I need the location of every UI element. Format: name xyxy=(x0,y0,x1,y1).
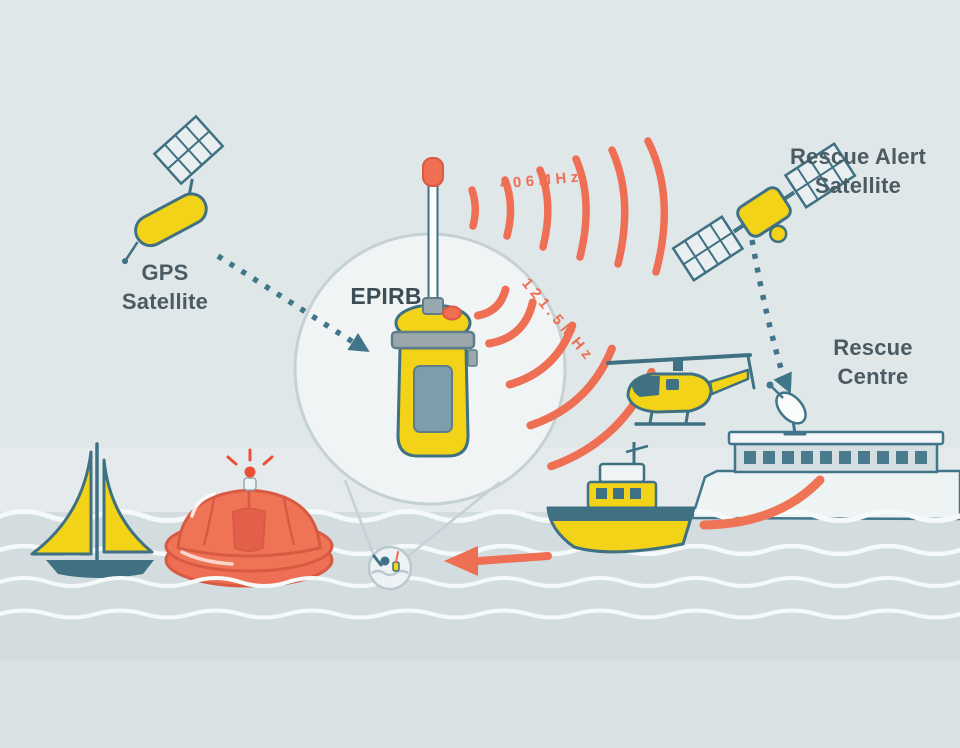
coral-arrow-swoosh xyxy=(699,475,825,530)
rescue-alert-satellite-icon xyxy=(671,142,857,282)
dotted-arrow-satellite xyxy=(749,239,792,394)
epirb-label: EPIRB xyxy=(350,283,422,309)
epirb-label-panel xyxy=(413,365,453,433)
rescue-centre-building xyxy=(690,381,960,521)
wave-line xyxy=(0,608,960,620)
liferaft-icon xyxy=(164,448,334,588)
liferaft-beacon-light xyxy=(244,466,256,478)
lifeboat-icon xyxy=(546,442,696,554)
wave-line xyxy=(0,509,960,523)
epirb-activation-button xyxy=(442,305,462,321)
liferaft-door xyxy=(231,507,267,552)
wave-line xyxy=(0,576,960,588)
dotted-arrow-gps xyxy=(216,253,370,353)
helicopter-icon xyxy=(606,353,756,426)
helicopter-window xyxy=(632,376,660,397)
satellite-dish-icon xyxy=(766,381,807,436)
radio-waves-121-icon xyxy=(473,285,656,471)
rescue-centre-label: Rescue Centre xyxy=(833,335,913,390)
sailboat-icon xyxy=(30,442,154,578)
gps-satellite-icon xyxy=(122,114,225,265)
wave-line xyxy=(0,543,960,557)
person-in-water-icon xyxy=(343,479,501,591)
epirb-device xyxy=(390,157,478,458)
building-windows xyxy=(744,451,927,464)
coral-arrow-to-person xyxy=(444,546,552,576)
radio-waves-406-icon xyxy=(468,137,669,276)
sea-foreground xyxy=(0,660,960,748)
rescue-alert-satellite-label: Rescue Alert Satellite xyxy=(789,144,927,199)
epirb-antenna-tip xyxy=(422,157,444,187)
gps-satellite-label: GPS Satellite xyxy=(121,260,209,315)
